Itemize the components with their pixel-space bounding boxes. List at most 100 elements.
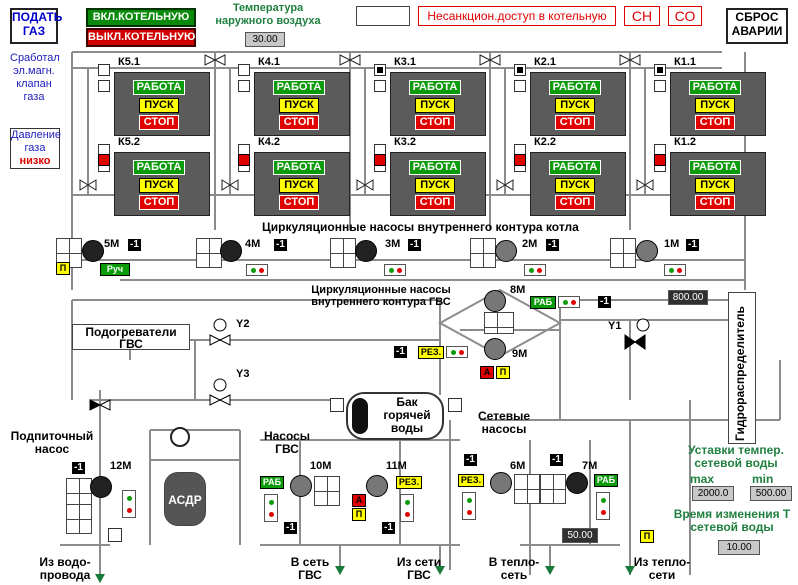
burner-K2.1-start-button[interactable]: ПУСК (555, 98, 595, 113)
burner-K5.1-work-button[interactable]: РАБОТА (133, 80, 185, 95)
boiler-off-button[interactable]: ВЫКЛ.КОТЕЛЬНУЮ (86, 28, 196, 47)
pump-11m-icon[interactable] (366, 475, 388, 497)
burner-K2.1-checkbox[interactable] (514, 64, 526, 76)
burner-K1.1: РАБОТА ПУСК СТОП (670, 72, 766, 136)
burner-K3.1-stop-button[interactable]: СТОП (415, 115, 455, 130)
burner-K4.1: РАБОТА ПУСК СТОП (254, 72, 350, 136)
tank-left-checkbox[interactable] (330, 398, 344, 412)
pump-8m-icon[interactable] (484, 290, 506, 312)
burner-K5.2-work-button[interactable]: РАБОТА (133, 160, 185, 175)
pump-11m-p-tag[interactable]: П (352, 508, 366, 521)
pump-11m-label: 11М (386, 460, 407, 472)
burner-K4.1-checkbox[interactable] (238, 64, 250, 76)
pump-1m-icon[interactable] (636, 240, 658, 262)
pump-7m-work-tag[interactable]: РАБ (594, 474, 618, 487)
pump-11m-auto-tag[interactable]: А (352, 494, 366, 507)
burner-K3.1-checkbox[interactable] (374, 64, 386, 76)
burner-K1.2-work-button[interactable]: РАБОТА (689, 160, 741, 175)
burner-K3.2-start-button[interactable]: ПУСК (415, 178, 455, 193)
burner-K1.2-start-button[interactable]: ПУСК (695, 178, 735, 193)
burner-K2.1-work-button[interactable]: РАБОТА (549, 80, 601, 95)
burner-K3.1-label: К3.1 (394, 56, 417, 68)
burner-K2.2-start-button[interactable]: ПУСК (555, 178, 595, 193)
burner-K5.2: РАБОТА ПУСК СТОП (114, 152, 210, 216)
pump-11m-reserve-tag[interactable]: РЕЗ. (396, 476, 422, 489)
alarm-reset-button[interactable]: СБРОС АВАРИИ (726, 8, 788, 44)
burner-K4.1-checkbox-2[interactable] (238, 80, 250, 92)
pump-5m-icon[interactable] (82, 240, 104, 262)
pump-12m-box-left (66, 478, 92, 508)
burner-K1.1-work-button[interactable]: РАБОТА (689, 80, 741, 95)
burner-K1.1-stop-button[interactable]: СТОП (695, 115, 735, 130)
pump-6m-icon[interactable] (490, 472, 512, 494)
burner-K5.2-start-button[interactable]: ПУСК (139, 178, 179, 193)
from-water-arrow (95, 574, 105, 583)
burner-K4.2-stop-button[interactable]: СТОП (279, 195, 319, 210)
supply-gas-button[interactable]: ПОДАТЬ ГАЗ (10, 8, 62, 44)
pump-4m-box (196, 238, 222, 268)
burner-K3.1-checkbox-2[interactable] (374, 80, 386, 92)
setpoint-min-label: min (752, 472, 774, 486)
burner-K5.1-label: К5.1 (118, 56, 141, 68)
pump-2m-icon[interactable] (495, 240, 517, 262)
setpoint-min-value[interactable]: 500.00 (750, 486, 792, 501)
burner-K5.1-checkbox-2[interactable] (98, 80, 110, 92)
burner-K3.1-start-button[interactable]: ПУСК (415, 98, 455, 113)
from-dhw-label: Из сети ГВС (396, 555, 442, 582)
burner-K1.2-stop-button[interactable]: СТОП (695, 195, 735, 210)
burner-K2.1-checkbox-2[interactable] (514, 80, 526, 92)
pump-9m-auto-tag[interactable]: А (480, 366, 494, 379)
burner-K2.2-label: К2.2 (534, 136, 557, 148)
pump-5m-p-tag[interactable]: П (56, 262, 70, 275)
pump-4m-label: 4М (245, 238, 261, 250)
network-pumps-label: Сетевые насосы (477, 409, 531, 436)
pump-8m-work-tag[interactable]: РАБ (530, 296, 556, 309)
tank-right-checkbox[interactable] (448, 398, 462, 412)
change-time-value[interactable]: 10.00 (718, 540, 760, 555)
burner-K3.2-stop-button[interactable]: СТОП (415, 195, 455, 210)
pump-3m-icon[interactable] (355, 240, 377, 262)
burner-K4.1-stop-button[interactable]: СТОП (279, 115, 319, 130)
burner-K5.2-stop-button[interactable]: СТОП (139, 195, 179, 210)
pump-12m-value: -1 (72, 462, 85, 474)
burner-K1.2-label: К1.2 (674, 136, 697, 148)
pump-9m-p-tag[interactable]: П (496, 366, 510, 379)
burner-K4.1-start-button[interactable]: ПУСК (279, 98, 319, 113)
burner-K4.2-start-button[interactable]: ПУСК (279, 178, 319, 193)
pump-8m-lamp (558, 296, 580, 308)
pump-12m-icon[interactable] (90, 476, 112, 498)
burner-K2.2-work-button[interactable]: РАБОТА (549, 160, 601, 175)
burner-K2.2-stop-button[interactable]: СТОП (555, 195, 595, 210)
burner-K3.2-work-button[interactable]: РАБОТА (409, 160, 461, 175)
setpoint-max-value[interactable]: 2000.0 (692, 486, 734, 501)
boiler-on-button[interactable]: ВКЛ.КОТЕЛЬНУЮ (86, 8, 196, 27)
burner-K3.1: РАБОТА ПУСК СТОП (390, 72, 486, 136)
pump-12m-checkbox[interactable] (108, 528, 122, 542)
burner-K5.1-start-button[interactable]: ПУСК (139, 98, 179, 113)
burner-K1.1-start-button[interactable]: ПУСК (695, 98, 735, 113)
pump-4m-icon[interactable] (220, 240, 242, 262)
burner-K2.1: РАБОТА ПУСК СТОП (530, 72, 626, 136)
pump-8m-value: -1 (598, 296, 611, 308)
burner-K3.1-work-button[interactable]: РАБОТА (409, 80, 461, 95)
pump-7m-icon[interactable] (566, 472, 588, 494)
network-p-tag[interactable]: П (640, 530, 654, 543)
burner-K2.1-stop-button[interactable]: СТОП (555, 115, 595, 130)
to-dhw-label: В сеть ГВС (290, 555, 330, 582)
outdoor-temp-value: 30.00 (245, 32, 285, 47)
pump-9m-icon[interactable] (484, 338, 506, 360)
burner-K4.1-work-button[interactable]: РАБОТА (273, 80, 325, 95)
pump-8m-freq: 800.00 (668, 290, 708, 305)
pump-9m-reserve-tag[interactable]: РЕЗ. (418, 346, 444, 359)
burner-K1.1-checkbox-2[interactable] (654, 80, 666, 92)
pump-5m-manual-tag[interactable]: Руч (100, 263, 130, 276)
burner-K4.2-work-button[interactable]: РАБОТА (273, 160, 325, 175)
burner-K1.1-checkbox[interactable] (654, 64, 666, 76)
pump-6m-reserve-tag[interactable]: РЕЗ. (458, 474, 484, 487)
burner-K5.1-checkbox[interactable] (98, 64, 110, 76)
pump-1m-lamp (664, 264, 686, 276)
pump-10m-icon[interactable] (290, 475, 312, 497)
pump-10m-work-tag[interactable]: РАБ (260, 476, 284, 489)
pump-11m-indicator (400, 494, 414, 522)
burner-K5.1-stop-button[interactable]: СТОП (139, 115, 179, 130)
